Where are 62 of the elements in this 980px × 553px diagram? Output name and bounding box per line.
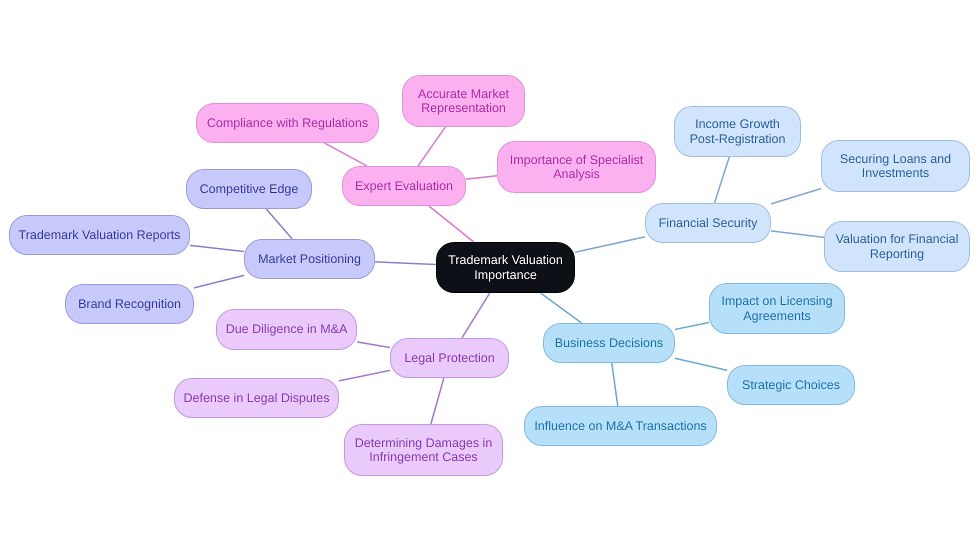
node-label: Accurate Market Representation	[416, 86, 510, 116]
node-label: Influence on M&A Transactions	[534, 418, 707, 434]
connector-line	[540, 292, 582, 324]
node-label: Legal Protection	[404, 350, 495, 366]
node-label: Trademark Valuation Importance	[447, 253, 564, 282]
connector-line	[466, 175, 498, 180]
topic-node	[543, 323, 675, 363]
connector-line	[430, 378, 445, 424]
node-label: Valuation for Financial Reporting	[834, 232, 960, 261]
connector-line	[461, 292, 490, 338]
node-label: Impact on Licensing Agreements	[720, 294, 834, 323]
connector-line	[714, 156, 730, 204]
node-label: Brand Recognition	[78, 296, 181, 312]
topic-node	[390, 338, 509, 378]
topic-node	[174, 378, 339, 418]
connector-line	[338, 370, 390, 382]
topic-node	[821, 140, 970, 192]
node-label: Competitive Edge	[200, 182, 298, 196]
connector-line	[266, 208, 293, 240]
topic-node	[65, 284, 194, 324]
connector-line	[428, 205, 474, 243]
connector-line	[574, 236, 646, 253]
topic-node	[674, 106, 801, 157]
node-label: Compliance with Regulations	[206, 116, 368, 130]
node-label: Trademark Valuation Reports	[18, 228, 180, 242]
topic-node	[216, 309, 357, 350]
node-label: Business Decisions	[554, 336, 664, 350]
connector-line	[674, 358, 728, 371]
node-label: Strategic Choices	[742, 378, 840, 392]
connector-line	[194, 274, 244, 289]
connector-line	[356, 341, 390, 348]
topic-node	[497, 141, 656, 193]
topic-node	[402, 75, 525, 127]
topic-node	[186, 169, 312, 209]
topic-node	[342, 166, 466, 206]
connector-line	[417, 126, 446, 166]
node-label: Expert Evaluation	[355, 178, 453, 194]
node-label: Importance of Specialist Analysis	[508, 152, 644, 182]
central-topic-node	[436, 242, 575, 293]
node-label: Determining Damages in Infringement Cases	[354, 436, 494, 464]
connector-line	[770, 188, 822, 205]
topic-node	[9, 215, 190, 255]
topic-node	[196, 103, 379, 143]
node-label: Due Diligence in M&A	[226, 322, 348, 337]
topic-node	[344, 424, 503, 476]
connector-line	[770, 230, 824, 238]
connector-line	[324, 142, 368, 167]
connector-line	[374, 261, 436, 266]
connector-line	[611, 362, 618, 406]
topic-node	[709, 283, 845, 334]
connector-line	[674, 322, 710, 330]
node-label: Financial Security	[658, 216, 758, 230]
topic-node	[824, 221, 970, 272]
node-label: Defense in Legal Disputes	[184, 390, 330, 406]
topic-node	[727, 365, 855, 405]
connector-line	[190, 244, 244, 252]
topic-node	[524, 406, 717, 446]
node-label: Income Growth Post-Registration	[688, 117, 786, 146]
topic-node	[244, 239, 375, 279]
node-label: Securing Loans and Investments	[838, 152, 952, 180]
topic-node	[645, 203, 771, 243]
node-label: Market Positioning	[258, 252, 361, 266]
